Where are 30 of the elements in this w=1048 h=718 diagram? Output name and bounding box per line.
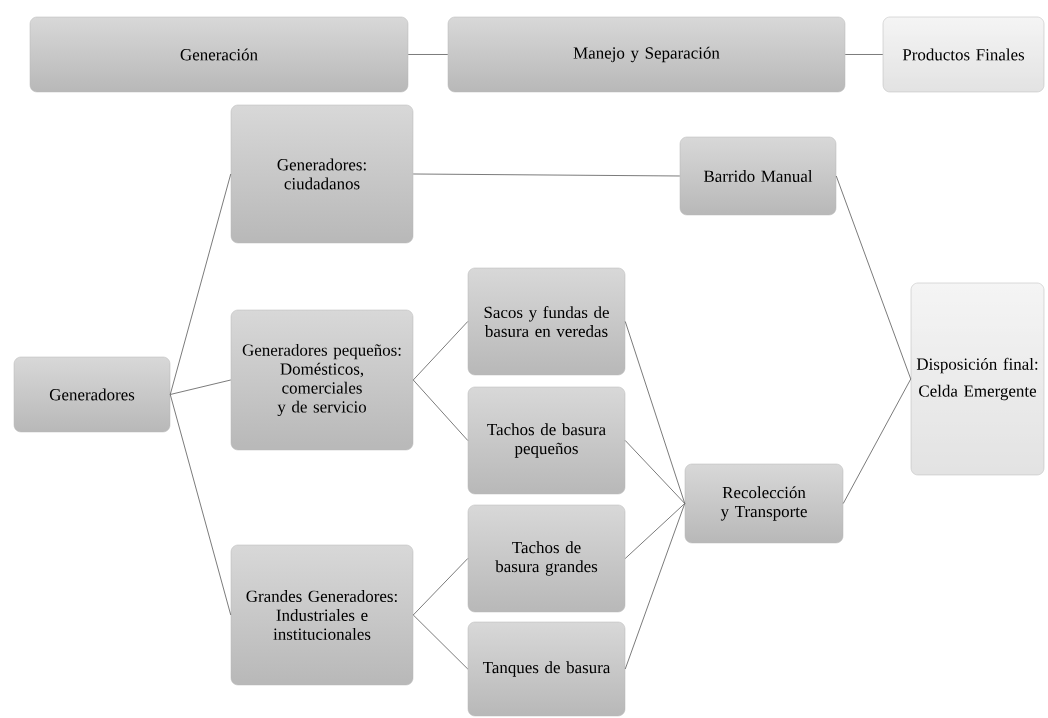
process-box: Disposición final: Celda Emergente: [910, 282, 1045, 476]
process-box: Generadores pequeños: Domésticos, comerciales y de servicio: [230, 309, 414, 451]
process-box: Generación: [29, 16, 409, 93]
process-box: Tanques de basura: [467, 621, 626, 717]
process-box: Generadores: ciudadanos: [230, 104, 414, 244]
process-box: Generadores: [13, 356, 171, 433]
process-box: Productos Finales: [882, 16, 1045, 93]
connector-line: [169, 173, 232, 395]
connector-line: [412, 558, 469, 616]
connector-line: [169, 379, 232, 395]
connector-line: [835, 175, 912, 380]
connector-line: [412, 321, 469, 381]
connector-line: [412, 173, 681, 177]
connector-line: [407, 54, 449, 55]
connector-line: [412, 379, 469, 441]
connector-line: [842, 378, 912, 504]
connector-line: [624, 321, 686, 504]
process-box: Recolección y Transporte: [684, 463, 844, 544]
connector-line: [844, 54, 884, 55]
connector-line: [624, 503, 686, 670]
process-box: Grandes Generadores: Industriales e institucionales: [230, 544, 414, 686]
process-box: Manejo y Separación: [447, 16, 846, 93]
process-box: Barrido Manual: [679, 136, 837, 216]
connector-line: [624, 440, 686, 504]
process-box: Tachos de basura pequeños: [467, 386, 626, 495]
connector-line: [169, 394, 232, 616]
connector-line: [624, 503, 686, 559]
process-box: Tachos de basura grandes: [467, 504, 626, 613]
connector-line: [412, 614, 469, 670]
process-box: Sacos y fundas de basura en veredas: [467, 267, 626, 376]
